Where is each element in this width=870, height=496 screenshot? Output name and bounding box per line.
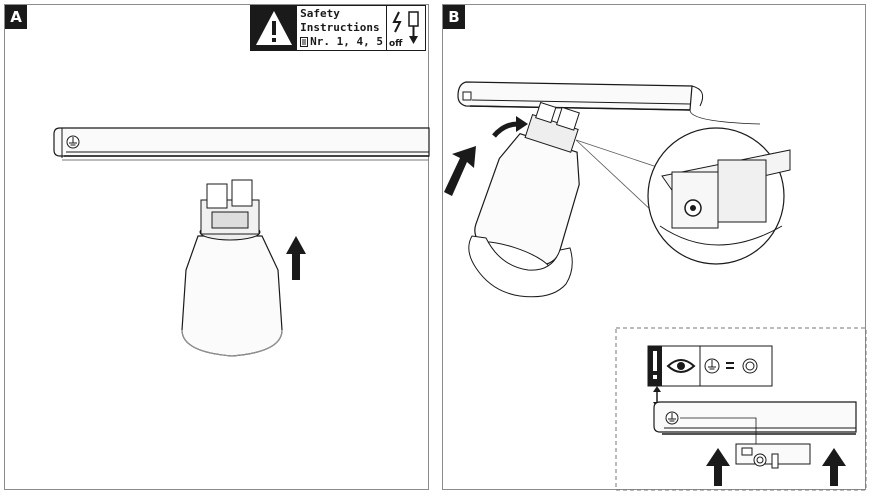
hand-icon [468,235,573,298]
zoom-callout [575,127,791,265]
ground-symbol-icon [66,135,80,149]
up-arrow-b [444,146,476,196]
panel-b-tag: B [443,5,465,29]
safety-text: Safety Instructions Nr. 1, 4, 5 [297,6,386,50]
inset-up-arrow-left [706,448,730,486]
warning-icon [251,6,298,50]
power-off-icon: off [386,6,425,50]
safety-line-3: Nr. 1, 4, 5 [310,35,383,48]
inset-box [615,327,867,491]
inset-ground-check-panel [647,345,773,387]
inset-up-arrow-right [822,448,846,486]
spotlight-a [181,179,283,357]
eye-icon [666,359,696,373]
track-rail-b [457,81,761,125]
safety-line-2: Instructions [300,21,380,34]
panel-a-tag: A [5,5,27,29]
up-arrow-a [286,236,306,280]
safety-instructions-box: Safety Instructions Nr. 1, 4, 5 off [250,5,426,51]
off-label: off [389,39,403,49]
inset-track-rail [653,401,857,452]
panel-a: A Safety Instructions Nr. 1, 4, 5 [4,4,429,490]
track-rail-a [53,127,430,161]
manual-icon [300,37,309,47]
ground-equals-circle-icon [704,358,758,374]
safety-line-1: Safety [300,7,340,20]
safety-line-3-row: Nr. 1, 4, 5 [300,35,383,49]
rotate-arrow-b [492,116,528,138]
inset-adapter [735,443,811,469]
